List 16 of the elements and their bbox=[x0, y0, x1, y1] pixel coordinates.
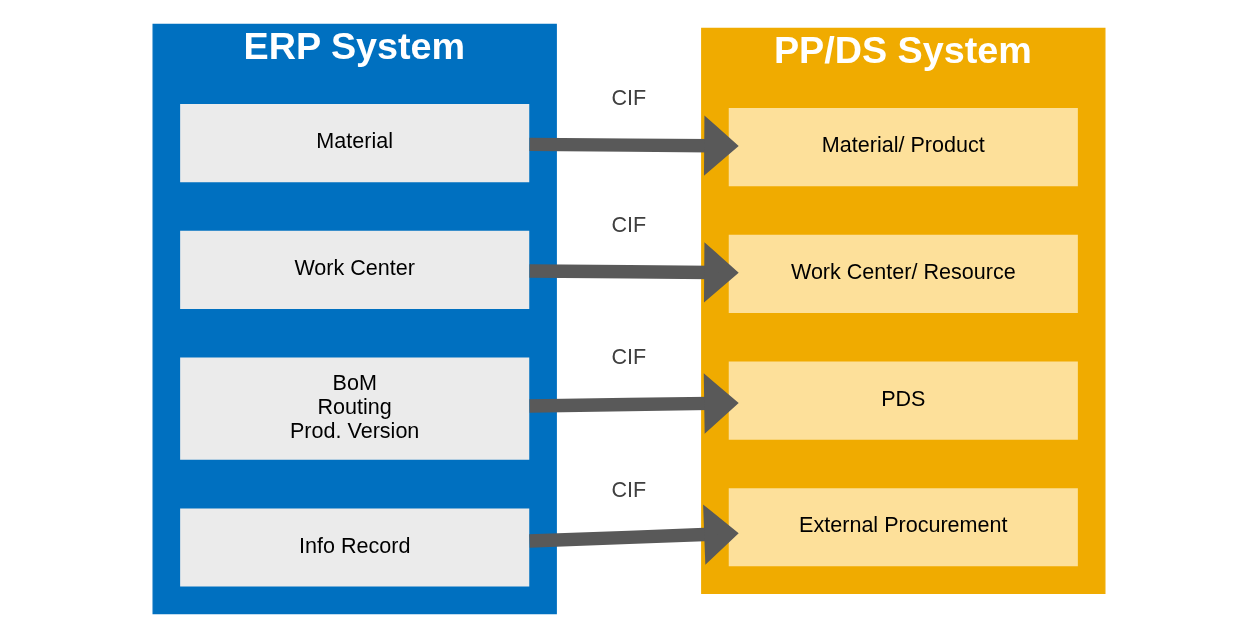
arrow bbox=[528, 373, 739, 434]
node-box: Material/ Product bbox=[728, 108, 1078, 187]
edge-label: CIF bbox=[610, 343, 646, 369]
arrow bbox=[528, 242, 739, 303]
edge-label: CIF bbox=[610, 85, 646, 111]
arrow bbox=[528, 504, 739, 565]
arrow bbox=[528, 115, 739, 176]
node-box: External Procurement bbox=[728, 488, 1078, 567]
node-box: Material bbox=[179, 104, 529, 183]
node-box: PDS bbox=[728, 361, 1078, 440]
edge-label: CIF bbox=[610, 211, 646, 237]
node-box: Work Center bbox=[179, 230, 529, 309]
node-box: Info Record bbox=[179, 508, 529, 587]
node-box: Work Center/ Resource bbox=[728, 234, 1078, 313]
node-box: BoM Routing Prod. Version bbox=[179, 357, 529, 460]
edge-label: CIF bbox=[610, 477, 646, 503]
